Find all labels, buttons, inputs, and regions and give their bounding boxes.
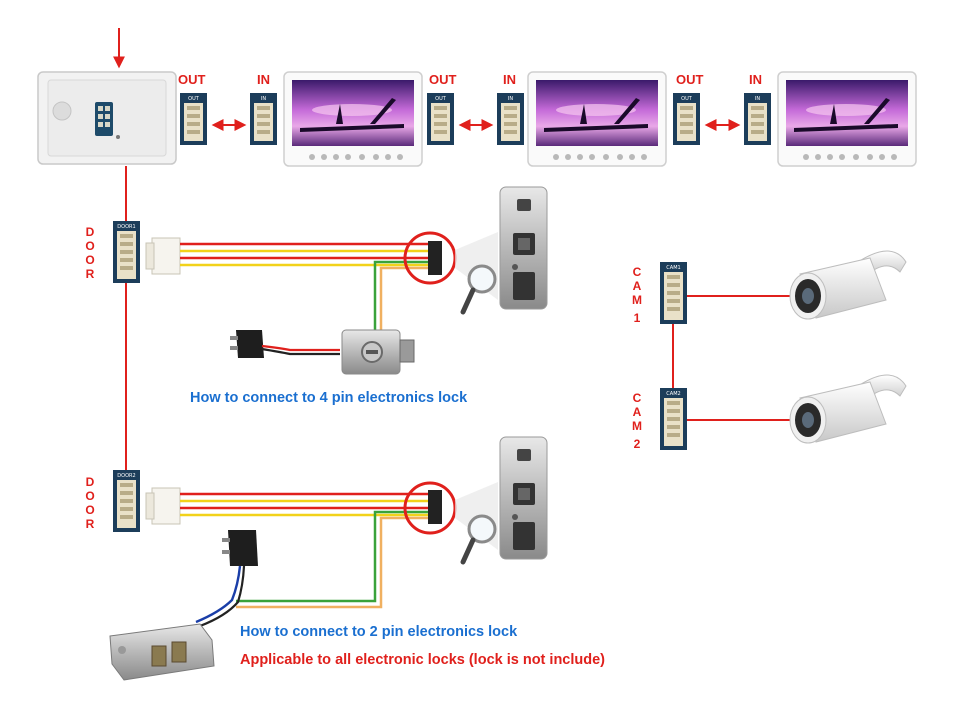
svg-text:OUT: OUT	[435, 96, 447, 102]
four-pin-lock	[341, 329, 415, 375]
magnifier-icon-2	[460, 514, 497, 565]
plug-door1	[145, 237, 181, 275]
caption-applicable: Applicable to all electronic locks (lock…	[240, 652, 605, 668]
label-in-1: IN	[257, 72, 270, 87]
door2-wires	[180, 492, 430, 609]
rear-terminal-block	[95, 102, 113, 136]
svg-text:O: O	[85, 503, 94, 517]
svg-text:IN: IN	[261, 96, 266, 102]
svg-text:A: A	[633, 279, 642, 293]
door-label-1: D O O R	[85, 225, 94, 281]
connector-in-1: IN	[250, 93, 277, 145]
outdoor-station-1	[499, 186, 548, 310]
door-label-2: D O O R	[85, 475, 94, 531]
slave-monitor-3	[777, 71, 917, 167]
label-out-3: OUT	[676, 72, 704, 87]
svg-text:R: R	[86, 517, 95, 531]
svg-text:IN: IN	[755, 96, 760, 102]
svg-text:OUT: OUT	[681, 96, 693, 102]
caption-4pin: How to connect to 4 pin electronics lock	[190, 390, 468, 406]
slave-monitor-1	[283, 71, 423, 167]
svg-text:DOOR1: DOOR1	[117, 224, 135, 230]
svg-text:DOOR2: DOOR2	[117, 473, 135, 479]
magnifier-icon	[460, 264, 497, 315]
svg-text:O: O	[85, 239, 94, 253]
connector-in-3: IN	[744, 93, 771, 145]
label-in-2: IN	[503, 72, 516, 87]
connector-in-2: IN	[497, 93, 524, 145]
svg-text:M: M	[632, 293, 642, 307]
svg-text:M: M	[632, 419, 642, 433]
power-adapter-2	[195, 530, 258, 628]
svg-text:C: C	[633, 265, 642, 279]
svg-text:2: 2	[634, 437, 641, 451]
master-monitor-rear	[37, 71, 177, 165]
door1-wires	[180, 242, 430, 345]
cam-label-1: C A M 1	[632, 265, 642, 325]
svg-text:O: O	[85, 489, 94, 503]
svg-text:CAM2: CAM2	[666, 391, 680, 397]
connector-door1: DOOR1	[113, 221, 140, 283]
power-adapter-1	[230, 330, 340, 358]
plug-door2	[145, 487, 181, 525]
svg-text:C: C	[633, 391, 642, 405]
svg-text:D: D	[86, 475, 95, 489]
connector-door2: DOOR2	[113, 470, 140, 532]
bullet-camera-1	[789, 250, 907, 320]
connector-cam1: CAM1	[660, 262, 687, 324]
connector-out-3: OUT	[673, 93, 700, 145]
svg-text:R: R	[86, 267, 95, 281]
cam-label-2: C A M 2	[632, 391, 642, 451]
svg-text:IN: IN	[508, 96, 513, 102]
label-out-1: OUT	[178, 72, 206, 87]
connector-cam2: CAM2	[660, 388, 687, 450]
svg-text:A: A	[633, 405, 642, 419]
slave-monitor-2	[527, 71, 667, 167]
svg-text:1: 1	[634, 311, 641, 325]
svg-text:O: O	[85, 253, 94, 267]
label-in-3: IN	[749, 72, 762, 87]
connector-out-2: OUT	[427, 93, 454, 145]
bullet-camera-2	[789, 374, 907, 444]
two-pin-lock	[109, 623, 215, 681]
connector-out-1: OUT	[180, 93, 207, 145]
svg-text:OUT: OUT	[188, 96, 200, 102]
svg-text:CAM1: CAM1	[666, 265, 680, 271]
label-out-2: OUT	[429, 72, 457, 87]
caption-2pin: How to connect to 2 pin electronics lock	[240, 624, 518, 640]
outdoor-station-2	[499, 436, 548, 560]
svg-text:D: D	[86, 225, 95, 239]
